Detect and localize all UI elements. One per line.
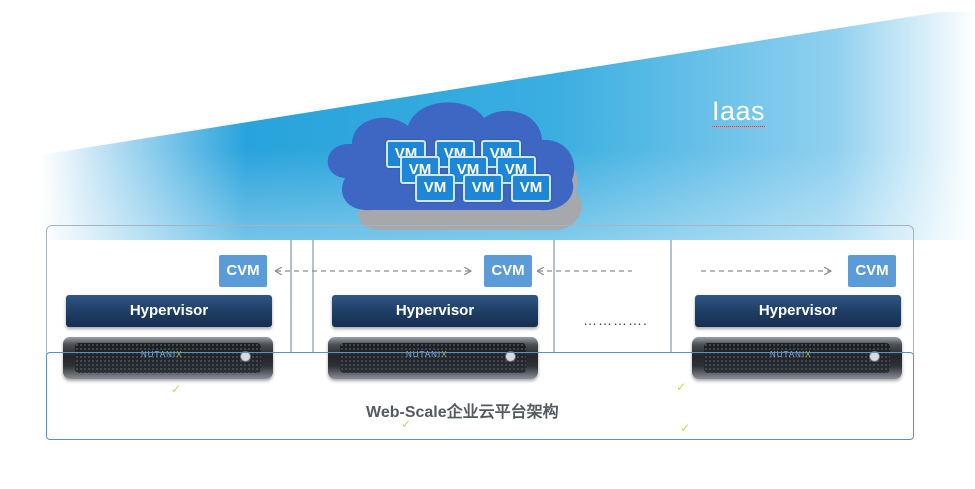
cvm-box: CVM bbox=[848, 255, 896, 287]
cvm-box: CVM bbox=[219, 255, 267, 287]
cvm-box: CVM bbox=[484, 255, 532, 287]
power-button-icon bbox=[505, 351, 516, 362]
nutanix-server: NUTANIX bbox=[692, 337, 902, 379]
vm-chip: VM bbox=[511, 174, 551, 202]
check-icon: ✓ bbox=[401, 417, 412, 431]
check-icon: ✓ bbox=[676, 380, 687, 394]
platform-label: Web-Scale企业云平台架构 bbox=[366, 404, 559, 421]
node-divider bbox=[670, 240, 672, 353]
node-divider bbox=[290, 240, 292, 353]
check-icon: ✓ bbox=[680, 421, 691, 435]
nutanix-server: NUTANIX bbox=[328, 337, 538, 379]
node-divider bbox=[312, 240, 314, 353]
server-brand: NUTANIX bbox=[141, 350, 183, 359]
power-button-icon bbox=[869, 351, 880, 362]
hypervisor-bar: Hypervisor bbox=[332, 295, 538, 327]
node-divider bbox=[553, 240, 555, 353]
cluster-frame bbox=[46, 225, 914, 354]
hypervisor-bar: Hypervisor bbox=[695, 295, 901, 327]
hypervisor-bar: Hypervisor bbox=[66, 295, 272, 327]
server-brand: NUTANIX bbox=[406, 350, 448, 359]
web-scale-platform-box bbox=[46, 352, 914, 440]
power-button-icon bbox=[240, 351, 251, 362]
server-grille bbox=[704, 343, 890, 373]
nutanix-server: NUTANIX bbox=[63, 337, 273, 379]
server-brand: NUTANIX bbox=[770, 350, 812, 359]
check-icon: ✓ bbox=[171, 382, 182, 396]
iaas-label: Iaas bbox=[712, 96, 766, 127]
server-grille bbox=[75, 343, 261, 373]
server-grille bbox=[340, 343, 526, 373]
more-nodes-ellipsis: …………. bbox=[583, 312, 648, 328]
vm-chip: VM bbox=[463, 174, 503, 202]
vm-chip: VM bbox=[415, 174, 455, 202]
